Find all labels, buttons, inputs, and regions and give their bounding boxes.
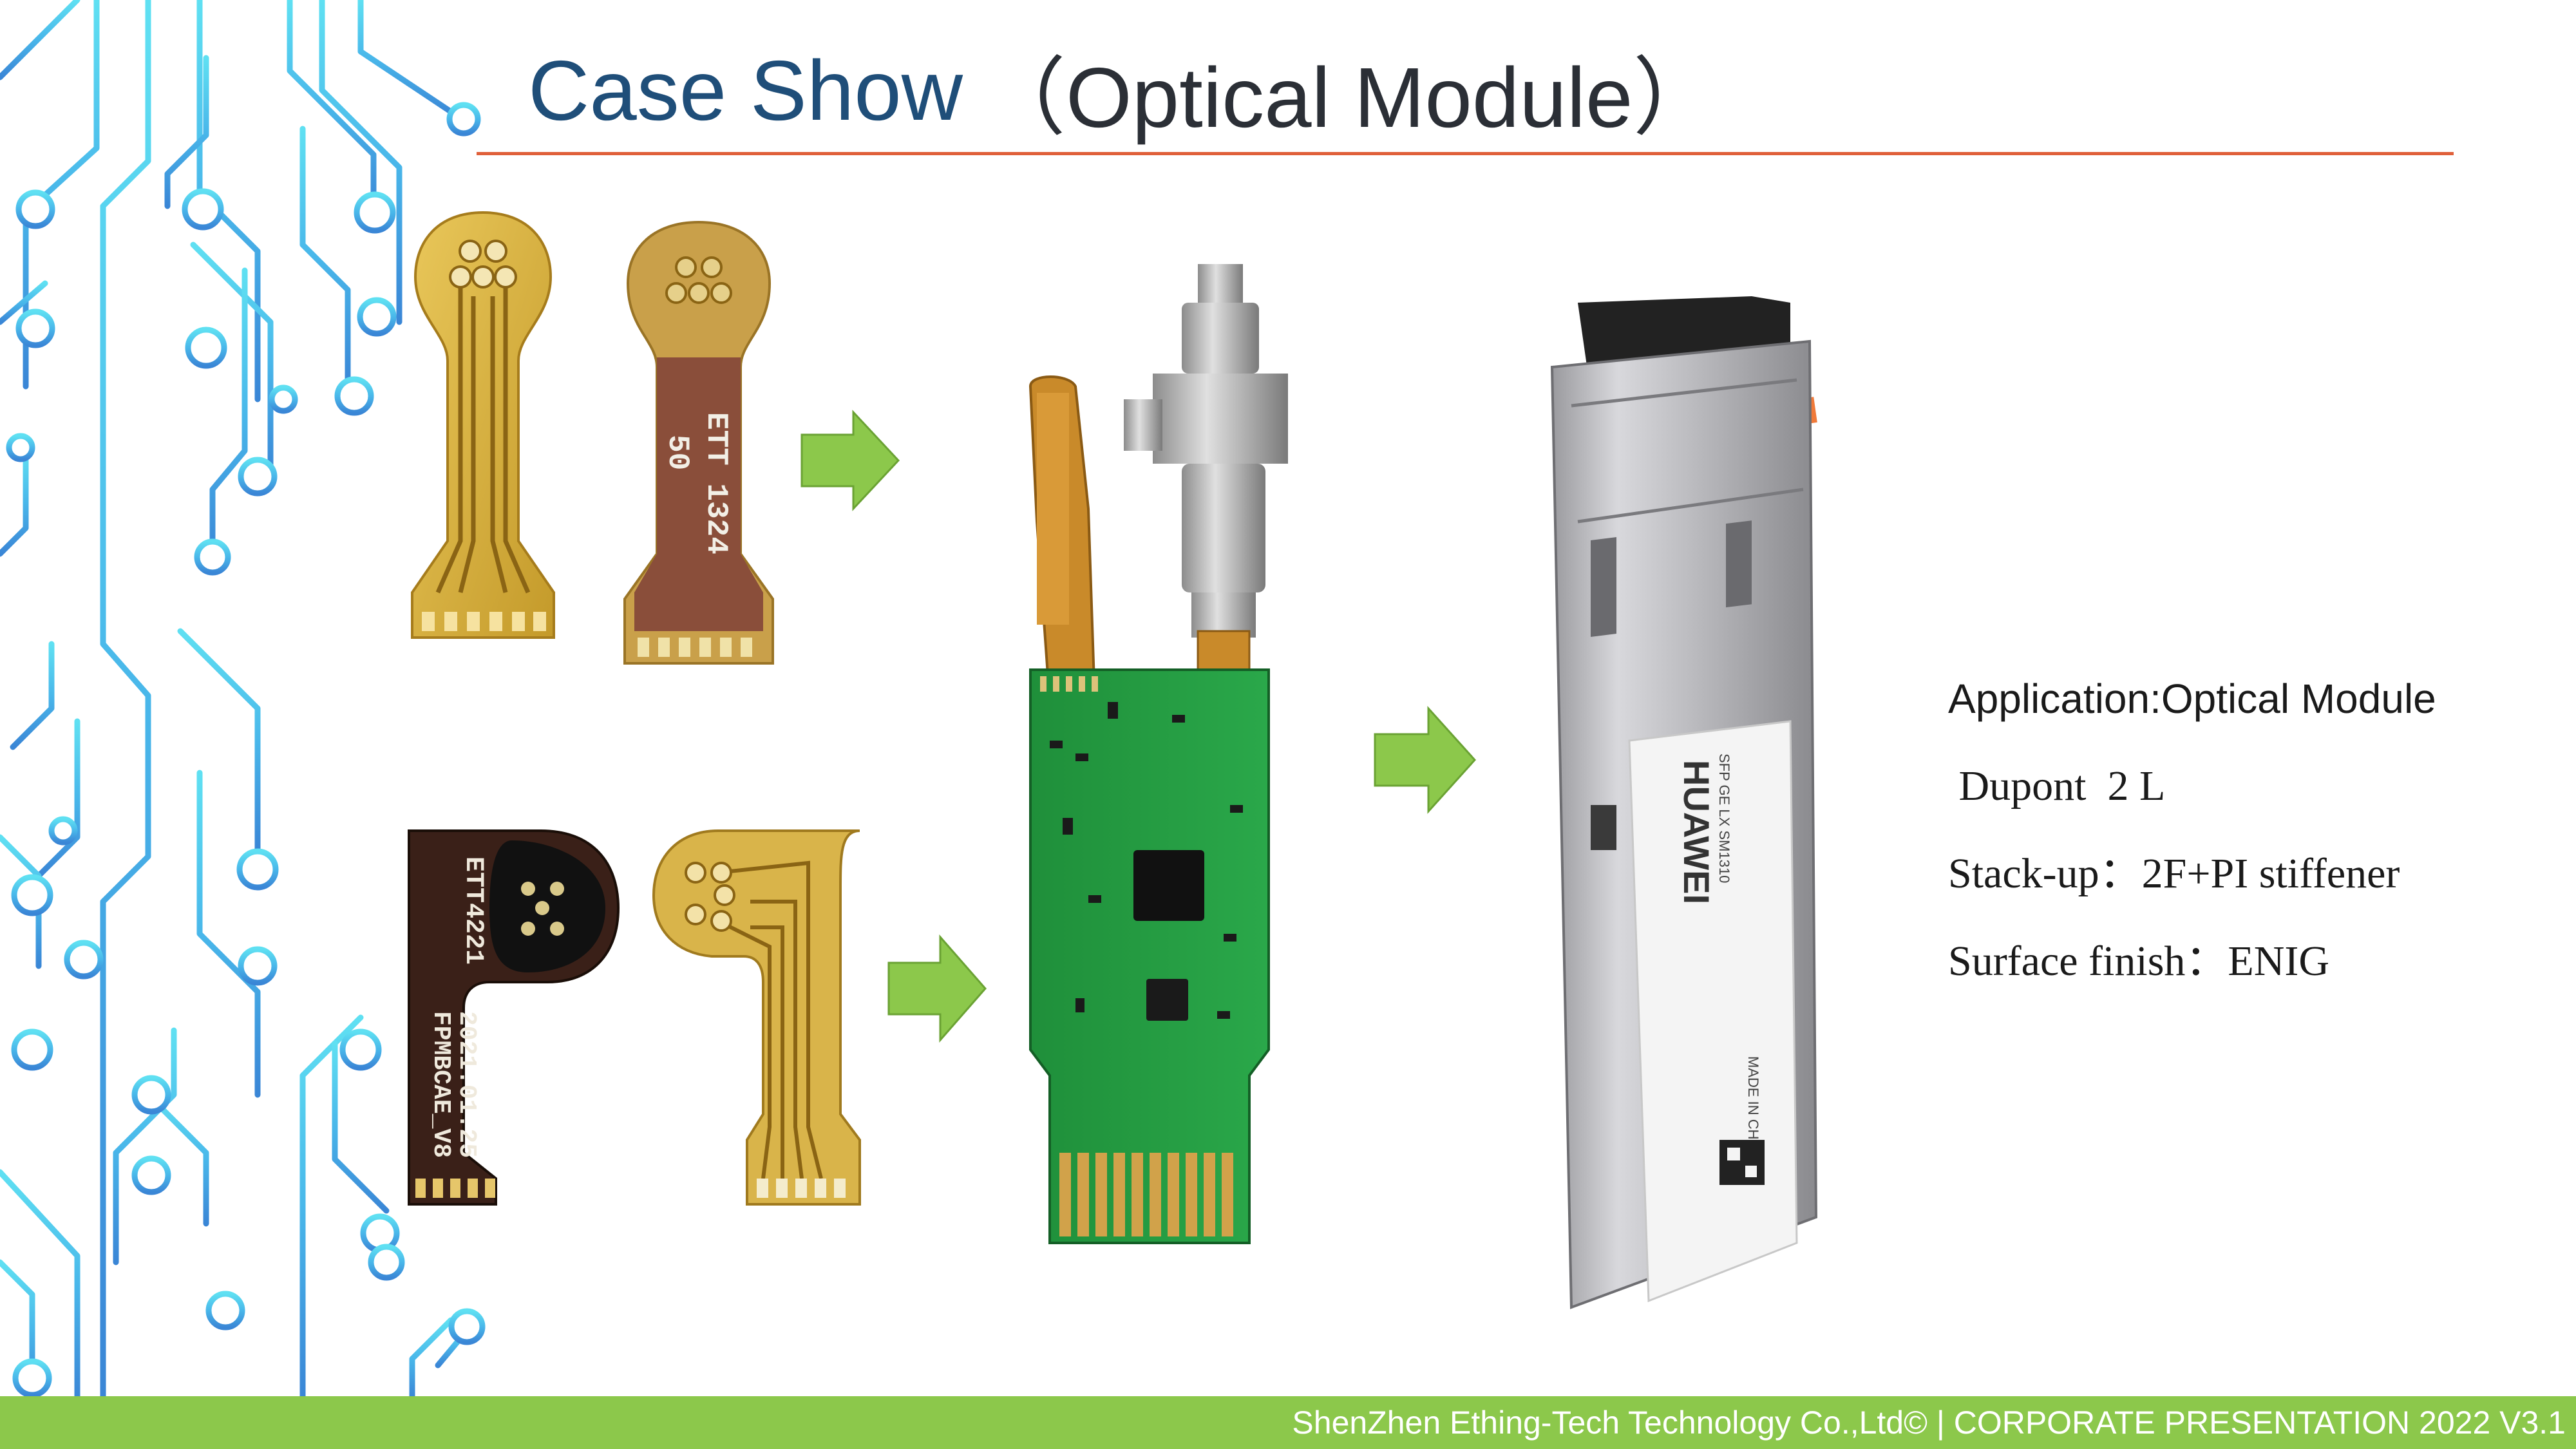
pcb-label-ett4221: ETT4221	[459, 857, 488, 965]
footer-bar: ShenZhen Ething-Tech Technology Co.,Ltd©…	[0, 1396, 2576, 1449]
module-spec-label: SFP GE LX SM1310	[1716, 753, 1732, 883]
module-brand-label: HUAWEI	[1676, 760, 1717, 904]
circuit-decoration	[0, 0, 486, 1397]
fpc-top-left-image	[411, 211, 555, 639]
assembled-module-board-image	[1028, 264, 1288, 1244]
arrow-right-icon	[887, 934, 987, 1043]
spec-stackup: Stack-up：2F+PI stiffener	[1948, 850, 2400, 897]
title-main: Case Show	[528, 43, 963, 138]
pcb-label-50: 50	[661, 435, 694, 470]
spec-surface-finish: Surface finish：ENIG	[1948, 938, 2330, 985]
title-sub: （Optical Module）	[981, 50, 1718, 145]
fpc-bottom-right-image	[652, 829, 861, 1206]
footer-text: ShenZhen Ething-Tech Technology Co.,Ltd©…	[1292, 1405, 2566, 1441]
arrow-right-icon	[800, 410, 900, 511]
pcb-label-date: 2021.01.25	[453, 1011, 480, 1158]
title-underline	[477, 152, 2454, 155]
arrow-right-icon	[1374, 706, 1477, 814]
sfp-optical-module-image: HUAWEI SFP GE LX SM1310 MADE IN CHINA	[1550, 296, 1818, 1309]
spec-application: Application:Optical Module	[1948, 676, 2436, 722]
spec-list: Application:Optical Module Dupont 2 L St…	[1948, 667, 2528, 1017]
pcb-label-fpmbcae: FPMBCAE_V8	[427, 1011, 455, 1158]
spec-material: Dupont 2 L	[1948, 762, 2166, 810]
fpc-top-right-image: ETT 1324 50	[623, 220, 774, 665]
fpc-bottom-left-image: ETT4221 FPMBCAE_V8 2021.01.25	[408, 829, 620, 1206]
page-title: Case Show （Optical Module）	[528, 26, 1718, 155]
pcb-label-ett1324: ETT 1324	[699, 412, 733, 554]
